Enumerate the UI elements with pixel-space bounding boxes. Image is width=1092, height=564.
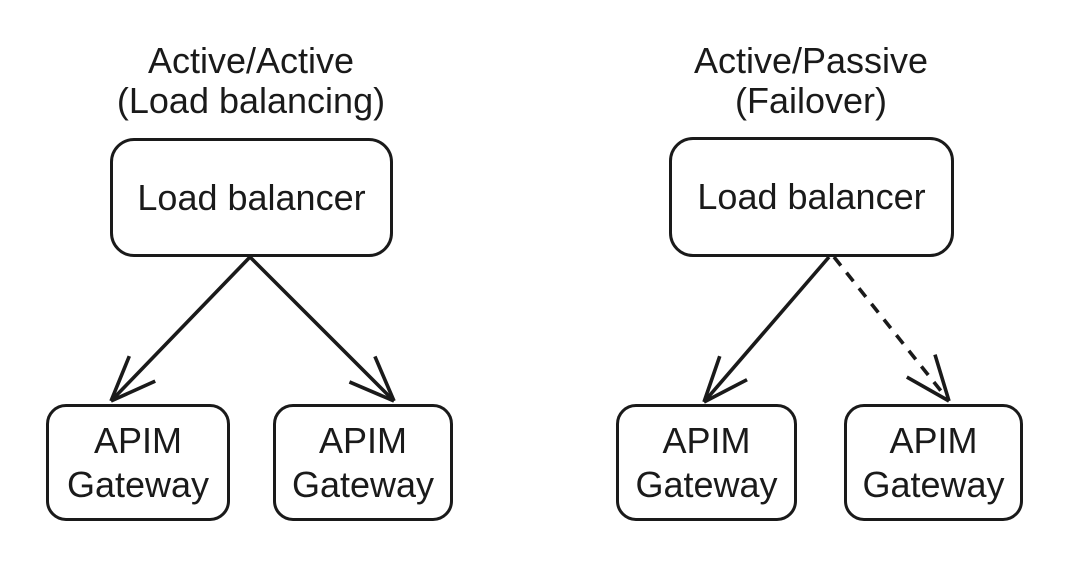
apim-gateway-node-aa-1: APIM Gateway	[46, 404, 230, 521]
load-balancer-label: Load balancer	[137, 176, 366, 218]
title-line-1: Active/Passive	[693, 40, 929, 81]
title-line-1: Active/Active	[147, 40, 355, 81]
title-line-2: (Load balancing)	[116, 80, 386, 121]
gateway-label-line-1: APIM	[662, 419, 751, 461]
gateway-label-line-1: APIM	[318, 419, 407, 461]
arrow-aa-to-gateway-1	[109, 255, 252, 403]
arrow-ap-to-gateway-1	[702, 255, 831, 404]
title-line-2: (Failover)	[734, 80, 887, 121]
gateway-label-line-2: Gateway	[291, 463, 435, 505]
gateway-label-line-1: APIM	[93, 419, 182, 461]
load-balancer-node-active-passive: Load balancer	[669, 137, 954, 257]
apim-gateway-node-aa-2: APIM Gateway	[273, 404, 453, 521]
arrow-aa-to-gateway-2	[248, 255, 396, 403]
diagram-title-active-passive: Active/Passive (Failover)	[620, 41, 1002, 121]
load-balancer-label: Load balancer	[697, 176, 926, 217]
arrow-ap-to-gateway-2-failover	[832, 255, 951, 403]
diagram-title-active-active: Active/Active (Load balancing)	[60, 41, 442, 121]
gateway-label-line-1: APIM	[889, 419, 978, 461]
gateway-label-line-2: Gateway	[635, 463, 778, 505]
gateway-label-line-2: Gateway	[66, 463, 210, 505]
gateway-label-line-2: Gateway	[862, 463, 1005, 505]
apim-gateway-node-ap-2: APIM Gateway	[844, 404, 1023, 521]
load-balancer-node-active-active: Load balancer	[110, 138, 393, 257]
apim-gateway-node-ap-1: APIM Gateway	[616, 404, 797, 521]
